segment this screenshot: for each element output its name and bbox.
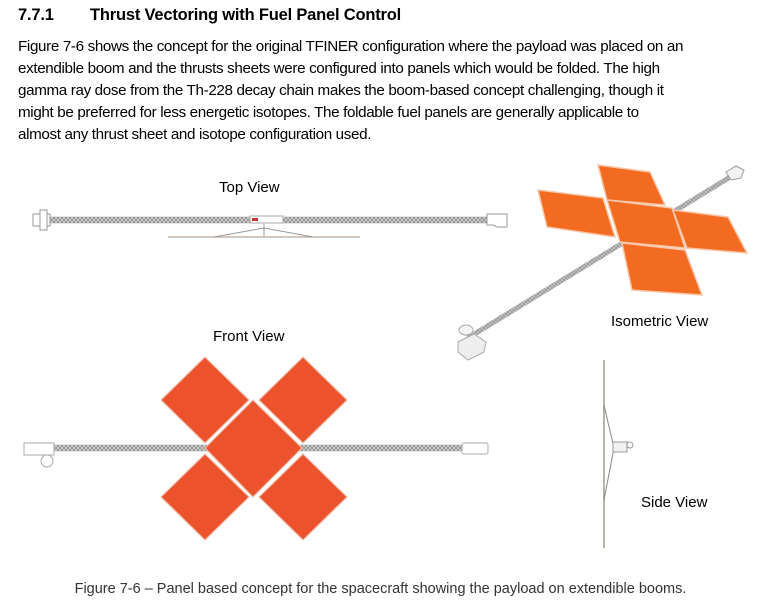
fuel-panel xyxy=(605,199,687,249)
paragraph-line: Figure 7-6 shows the concept for the ori… xyxy=(18,38,684,55)
isometric-view-label: Isometric View xyxy=(611,313,709,330)
figure-caption: Figure 7-6 – Panel based concept for the… xyxy=(74,581,687,597)
side-view-drawing xyxy=(603,360,634,548)
fuel-panels xyxy=(160,356,348,541)
end-box xyxy=(461,442,489,455)
front-view-drawing xyxy=(23,356,489,541)
fuel-panels xyxy=(537,164,749,296)
fuel-panel xyxy=(160,453,250,541)
paragraph-line: might be preferred for less energetic is… xyxy=(18,104,639,121)
fuel-panel xyxy=(160,356,250,444)
fuel-panel xyxy=(537,189,617,238)
fuel-panel xyxy=(258,356,348,444)
fuel-panel xyxy=(204,399,303,498)
paragraph-line: gamma ray dose from the Th-228 decay cha… xyxy=(18,82,664,99)
paragraph-line: extendible boom and the thrusts sheets w… xyxy=(18,60,660,77)
fuel-panel xyxy=(621,242,704,296)
hub xyxy=(249,215,284,224)
boom xyxy=(466,171,737,341)
paragraph-line: almost any thrust sheet and isotope conf… xyxy=(18,126,372,143)
section-title: Thrust Vectoring with Fuel Panel Control xyxy=(90,6,402,24)
front-view-label: Front View xyxy=(213,328,285,345)
fuel-panel xyxy=(258,453,348,541)
end-box xyxy=(486,213,508,228)
payload-box xyxy=(23,442,55,456)
top-view-label: Top View xyxy=(219,179,280,196)
section-number: 7.7.1 xyxy=(18,6,54,24)
fuel-panel xyxy=(671,209,749,254)
payload-box xyxy=(457,333,487,361)
fuel-panel xyxy=(596,164,667,206)
top-view-drawing xyxy=(32,209,508,238)
side-view-label: Side View xyxy=(641,494,708,511)
end-box xyxy=(725,165,745,181)
body-paragraph: Figure 7-6 shows the concept for the ori… xyxy=(18,36,683,146)
payload-box xyxy=(612,441,628,453)
isometric-view-drawing xyxy=(457,164,749,361)
